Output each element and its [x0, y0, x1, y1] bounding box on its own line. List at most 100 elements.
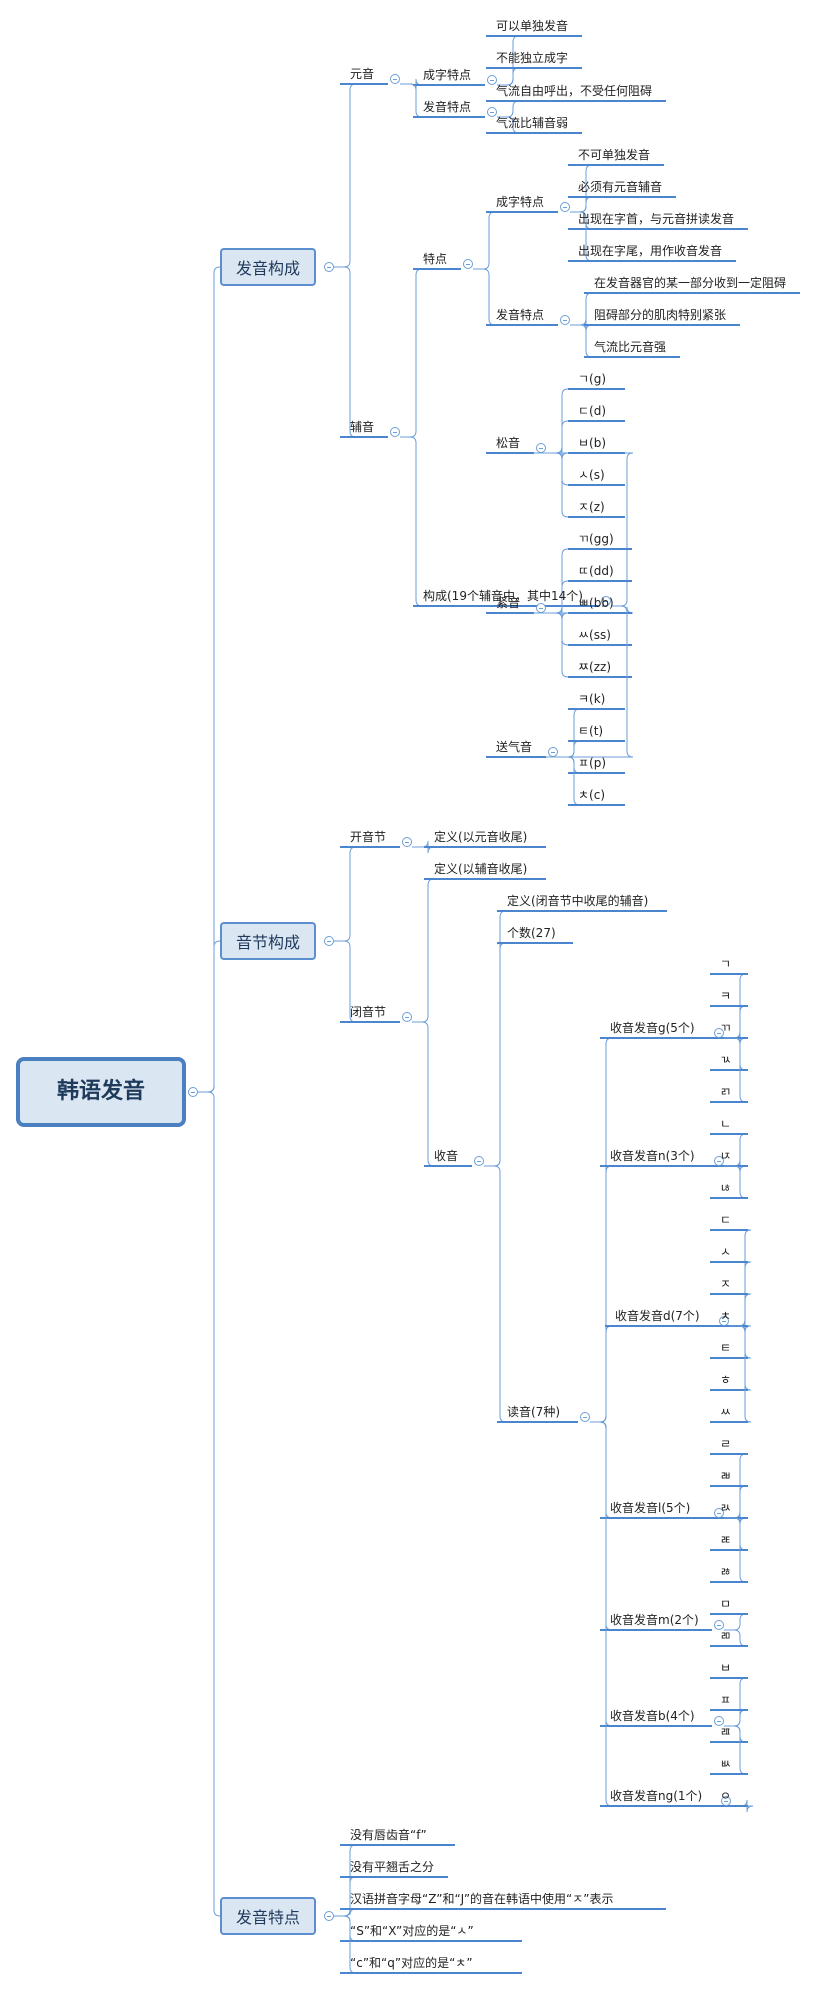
leaf-topic[interactable]: 阻碍部分的肌肉特别紧张: [594, 308, 727, 322]
subtopic[interactable]: 发音特点: [423, 100, 472, 114]
leaf-topic[interactable]: 没有唇齿音“f”: [350, 1828, 427, 1842]
root-topic[interactable]: 韩语发音: [16, 1057, 186, 1127]
leaf-topic[interactable]: ㅁ: [720, 1597, 732, 1611]
subtopic[interactable]: 松音: [496, 436, 521, 450]
leaf-topic[interactable]: ㅌ(t): [578, 724, 604, 738]
collapse-toggle-icon[interactable]: [548, 747, 558, 757]
subtopic[interactable]: 构成(19个辅音中，其中14个): [423, 589, 583, 603]
leaf-topic[interactable]: ㄷ: [720, 1213, 732, 1227]
leaf-topic[interactable]: ㅍ(p): [578, 756, 607, 770]
leaf-topic[interactable]: ㅀ: [720, 1565, 732, 1579]
leaf-topic[interactable]: 在发音器官的某一部分收到一定阻碍: [594, 276, 787, 290]
leaf-topic[interactable]: ㄻ: [720, 1629, 732, 1643]
subtopic[interactable]: 收音发音g(5个): [610, 1021, 695, 1035]
subtopic[interactable]: 闭音节: [350, 1005, 387, 1019]
collapse-toggle-icon[interactable]: [188, 1087, 198, 1097]
collapse-toggle-icon[interactable]: [719, 1316, 729, 1326]
collapse-toggle-icon[interactable]: [487, 107, 497, 117]
collapse-toggle-icon[interactable]: [324, 262, 334, 272]
leaf-topic[interactable]: ㅋ(k): [578, 692, 606, 706]
collapse-toggle-icon[interactable]: [487, 75, 497, 85]
leaf-topic[interactable]: 定义(闭音节中收尾的辅音): [507, 894, 649, 908]
leaf-topic[interactable]: 必须有元音辅音: [578, 180, 663, 194]
leaf-topic[interactable]: ㄳ: [720, 1053, 732, 1067]
subtopic[interactable]: 成字特点: [496, 195, 545, 209]
subtopic[interactable]: 紧音: [496, 596, 521, 610]
leaf-topic[interactable]: ㄱ: [720, 957, 732, 971]
leaf-topic[interactable]: ㄽ: [720, 1501, 732, 1515]
leaf-topic[interactable]: ㅇ: [720, 1789, 732, 1803]
leaf-topic[interactable]: ㄱ(g): [578, 372, 607, 386]
main-topic[interactable]: 发音构成: [220, 248, 316, 286]
subtopic[interactable]: 发音特点: [496, 308, 545, 322]
subtopic[interactable]: 开音节: [350, 830, 387, 844]
leaf-topic[interactable]: ㅆ: [720, 1405, 732, 1419]
leaf-topic[interactable]: ㄼ: [720, 1469, 732, 1483]
leaf-topic[interactable]: “c”和“q”对应的是“ㅊ”: [350, 1956, 473, 1970]
collapse-toggle-icon[interactable]: [714, 1508, 724, 1518]
main-topic[interactable]: 发音特点: [220, 1897, 316, 1935]
leaf-topic[interactable]: ㅅ(s): [578, 468, 605, 482]
collapse-toggle-icon[interactable]: [390, 74, 400, 84]
subtopic[interactable]: 收音发音ng(1个): [610, 1789, 703, 1803]
leaf-topic[interactable]: 没有平翘舌之分: [350, 1860, 435, 1874]
collapse-toggle-icon[interactable]: [324, 1911, 334, 1921]
leaf-topic[interactable]: 气流比辅音弱: [496, 116, 569, 130]
leaf-topic[interactable]: ㅂ: [720, 1661, 732, 1675]
leaf-topic[interactable]: ㄹ: [720, 1437, 732, 1451]
collapse-toggle-icon[interactable]: [601, 596, 611, 606]
subtopic[interactable]: 成字特点: [423, 68, 472, 82]
leaf-topic[interactable]: ㅎ: [720, 1373, 732, 1387]
collapse-toggle-icon[interactable]: [560, 315, 570, 325]
leaf-topic[interactable]: 不可单独发音: [578, 148, 651, 162]
subtopic[interactable]: 收音发音b(4个): [610, 1709, 695, 1723]
collapse-toggle-icon[interactable]: [580, 1412, 590, 1422]
collapse-toggle-icon[interactable]: [402, 837, 412, 847]
leaf-topic[interactable]: ㅉ(zz): [578, 660, 612, 674]
leaf-topic[interactable]: ㅅ: [720, 1245, 732, 1259]
leaf-topic[interactable]: ㅌ: [720, 1341, 732, 1355]
leaf-topic[interactable]: ㄺ: [720, 1085, 732, 1099]
leaf-topic[interactable]: 定义(以元音收尾): [434, 830, 528, 844]
leaf-topic[interactable]: ㄾ: [720, 1533, 732, 1547]
subtopic[interactable]: 元音: [350, 67, 375, 81]
collapse-toggle-icon[interactable]: [402, 1012, 412, 1022]
subtopic[interactable]: 特点: [423, 252, 448, 266]
collapse-toggle-icon[interactable]: [714, 1716, 724, 1726]
collapse-toggle-icon[interactable]: [714, 1028, 724, 1038]
subtopic[interactable]: 读音(7种): [507, 1405, 560, 1419]
leaf-topic[interactable]: 定义(以辅音收尾): [434, 862, 528, 876]
collapse-toggle-icon[interactable]: [714, 1156, 724, 1166]
leaf-topic[interactable]: ㄵ: [720, 1149, 732, 1163]
main-topic[interactable]: 音节构成: [220, 922, 316, 960]
leaf-topic[interactable]: “S”和“X”对应的是“ㅅ”: [350, 1924, 474, 1938]
collapse-toggle-icon[interactable]: [536, 443, 546, 453]
leaf-topic[interactable]: ㅈ: [720, 1277, 732, 1291]
subtopic[interactable]: 收音发音l(5个): [610, 1501, 691, 1515]
subtopic[interactable]: 收音发音n(3个): [610, 1149, 695, 1163]
subtopic[interactable]: 收音发音m(2个): [610, 1613, 699, 1627]
subtopic[interactable]: 收音发音d(7个): [615, 1309, 700, 1323]
leaf-topic[interactable]: ㄷ(d): [578, 404, 607, 418]
leaf-topic[interactable]: 气流比元音强: [594, 340, 667, 354]
leaf-topic[interactable]: 出现在字首，与元音拼读发音: [578, 212, 735, 226]
leaf-topic[interactable]: ㄿ: [720, 1725, 732, 1739]
leaf-topic[interactable]: 个数(27): [507, 926, 556, 940]
leaf-topic[interactable]: ㅊ: [720, 1309, 732, 1323]
subtopic[interactable]: 送气音: [496, 740, 533, 754]
leaf-topic[interactable]: ㄲ(gg): [578, 532, 614, 546]
collapse-toggle-icon[interactable]: [324, 936, 334, 946]
leaf-topic[interactable]: ㅋ: [720, 989, 732, 1003]
leaf-topic[interactable]: ㄲ: [720, 1021, 732, 1035]
leaf-topic[interactable]: ㅍ: [720, 1693, 732, 1707]
collapse-toggle-icon[interactable]: [714, 1620, 724, 1630]
leaf-topic[interactable]: ㄶ: [720, 1181, 732, 1195]
leaf-topic[interactable]: ㄸ(dd): [578, 564, 614, 578]
leaf-topic[interactable]: ㅄ: [720, 1757, 732, 1771]
leaf-topic[interactable]: ㅂ(b): [578, 436, 607, 450]
leaf-topic[interactable]: 可以单独发音: [496, 19, 569, 33]
collapse-toggle-icon[interactable]: [463, 259, 473, 269]
leaf-topic[interactable]: 气流自由呼出，不受任何阻碍: [496, 84, 653, 98]
subtopic[interactable]: 辅音: [350, 420, 375, 434]
subtopic[interactable]: 收音: [434, 1149, 459, 1163]
